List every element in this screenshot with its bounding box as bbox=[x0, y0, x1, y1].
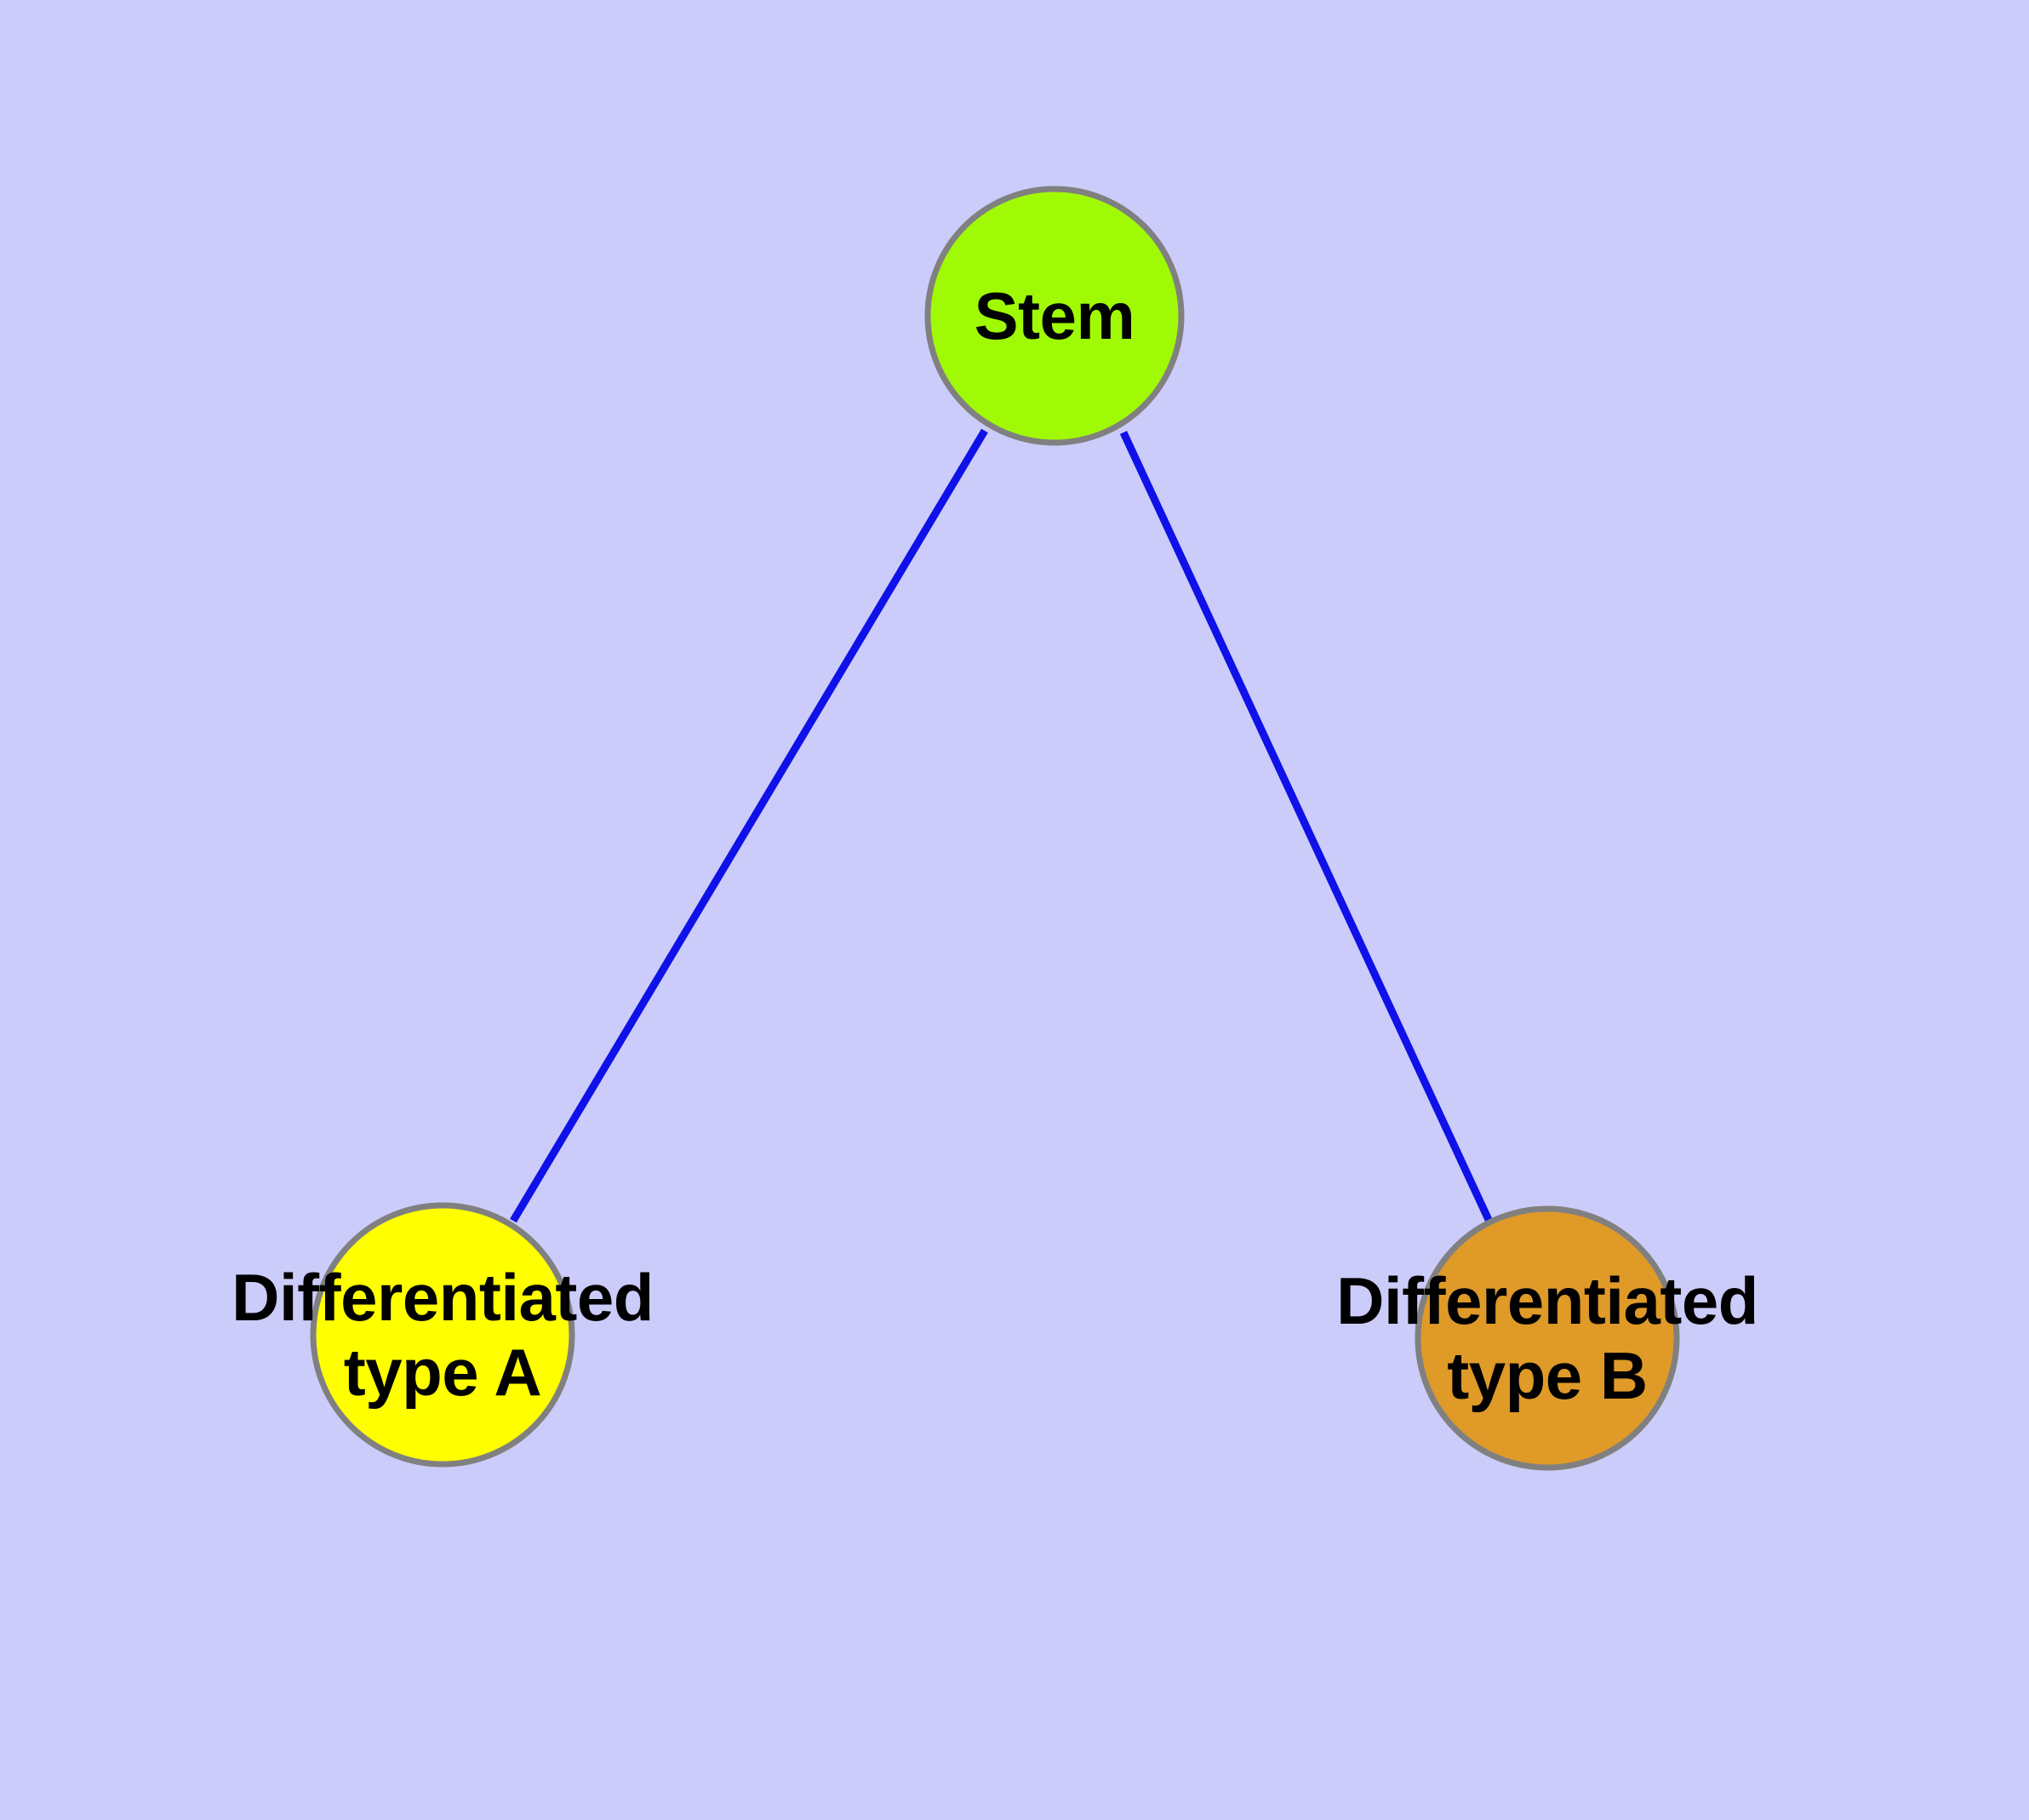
node-layer bbox=[310, 186, 1680, 1471]
graph-node-diff_b[interactable] bbox=[1415, 1205, 1680, 1471]
graph-node-diff_a[interactable] bbox=[310, 1202, 575, 1468]
graph-edge-stem-to-a[interactable] bbox=[510, 428, 988, 1223]
graph-node-stem[interactable] bbox=[924, 186, 1185, 446]
graph-edge-stem-to-b[interactable] bbox=[1119, 431, 1494, 1223]
edge-layer bbox=[510, 428, 1494, 1223]
